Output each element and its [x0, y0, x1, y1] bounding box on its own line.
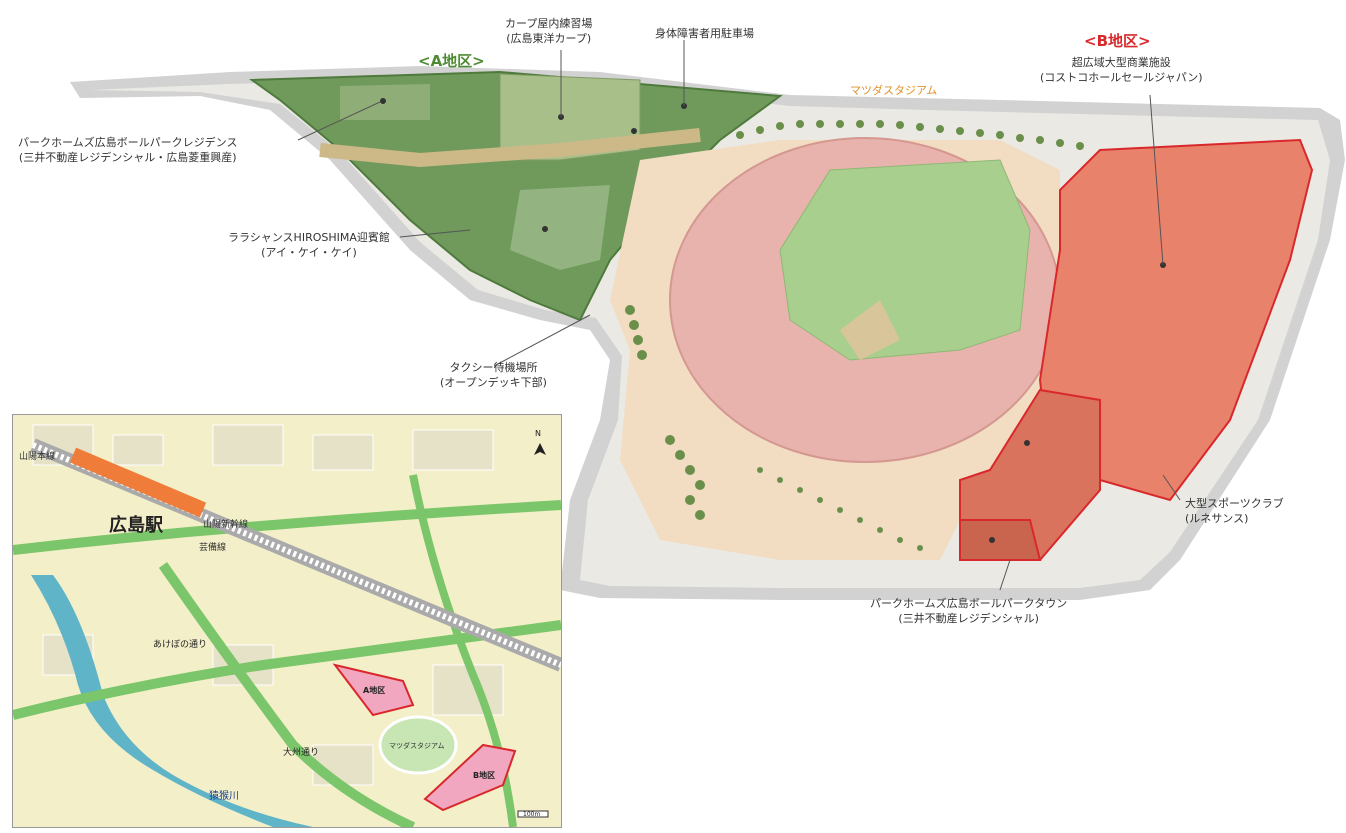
- a-walkway: [319, 128, 701, 168]
- inset-street: あけぼの通り: [153, 640, 208, 650]
- inset-drawing: [13, 415, 561, 827]
- inset-stadium-label: マツダスタジアム: [389, 742, 445, 750]
- district-a-title: <A地区>: [418, 52, 485, 70]
- leader-lines: [297, 40, 1181, 591]
- label-park-residence: パークホームズ広島ボールパークレジデンス (三井不動産レジデンシャル・広島菱重興…: [18, 136, 238, 164]
- label-sports-club: 大型スポーツクラブ (ルネサンス): [1185, 497, 1284, 525]
- inset-district-a: [332, 663, 415, 717]
- inset-north: N: [535, 429, 541, 438]
- north-arrow-icon: [534, 443, 546, 455]
- inset-district-b-label: B地区: [473, 771, 496, 780]
- inset-stadium: [378, 715, 458, 775]
- stadium-label: マツダスタジアム: [850, 84, 938, 97]
- inset-geibi: 芸備線: [199, 543, 227, 553]
- a-building-2: [510, 185, 610, 270]
- tree-rows: [625, 120, 1084, 551]
- label-carp-training: カープ屋内練習場 (広島東洋カープ): [505, 17, 593, 45]
- inset-daishu: 大州通り: [283, 748, 320, 758]
- label-costco: 超広域大型商業施設 (コストコホールセールジャパン): [1040, 56, 1203, 84]
- label-taxi: タクシー待機場所 (オープンデッキ下部): [440, 361, 547, 389]
- inset-river: 猿猴川: [209, 791, 239, 802]
- district-b-title: <B地区>: [1084, 32, 1151, 50]
- location-inset-map: 広島駅 山陽本線 山陽新幹線 芸備線 あけぼの通り 大州通り 猿猴川 A地区 B…: [12, 414, 562, 828]
- stadium-field: [779, 159, 1031, 361]
- inset-scale: 100m: [523, 811, 541, 818]
- label-park-town: パークホームズ広島ボールパークタウン (三井不動産レジデンシャル): [870, 597, 1068, 625]
- scale-bar: [517, 810, 549, 818]
- district-b-area: [1038, 138, 1314, 502]
- inset-district-b: [423, 743, 517, 812]
- label-parking: 身体障害者用駐車場: [655, 27, 754, 40]
- inset-sanyo-main: 山陽本線: [19, 452, 56, 462]
- station-platform: [69, 447, 207, 518]
- inset-shinkansen: 山陽新幹線: [203, 520, 249, 530]
- inset-station-label: 広島駅: [109, 515, 163, 536]
- label-lalachance: ララシャンスHIROSHIMA迎賓館 (アイ・ケイ・ケイ): [228, 231, 390, 259]
- inset-district-a-label: A地区: [363, 686, 386, 695]
- park-town-area: [959, 519, 1042, 561]
- infield: [840, 300, 900, 360]
